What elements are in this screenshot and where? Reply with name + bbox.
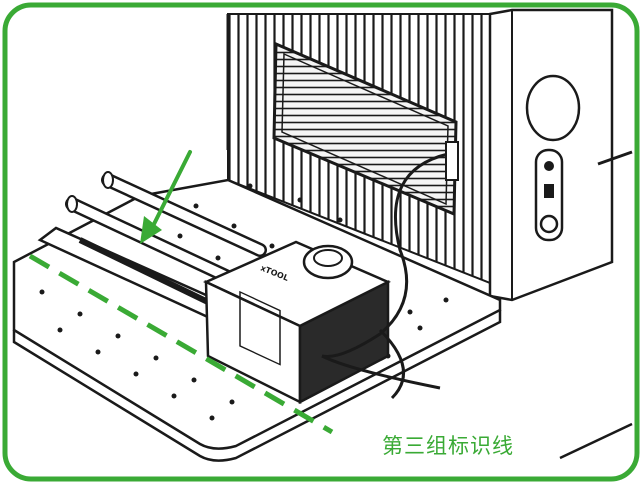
rotary-rollers <box>37 171 267 320</box>
switch-icon <box>544 184 554 198</box>
knob-icon <box>539 214 559 234</box>
power-button-icon <box>544 161 554 171</box>
caption-label: 第三组标识线 <box>382 434 514 458</box>
cable <box>321 152 449 400</box>
laser-module: xTOOL <box>202 240 391 405</box>
mounting-holes <box>39 183 449 421</box>
vent-grille <box>272 41 458 217</box>
arrow-icon <box>140 150 192 244</box>
marker-line-icon <box>28 253 334 435</box>
side-column <box>488 8 633 302</box>
round-cover <box>525 74 581 142</box>
